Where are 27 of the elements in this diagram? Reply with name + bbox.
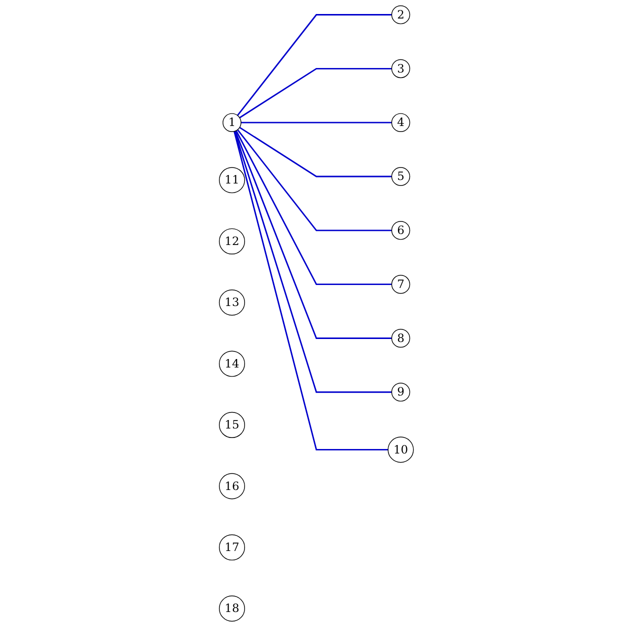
connector bbox=[238, 126, 392, 178]
connector bbox=[234, 130, 392, 339]
connector bbox=[238, 68, 392, 118]
node-circle: 8 bbox=[391, 328, 410, 348]
connector bbox=[236, 14, 392, 116]
node-circle: 17 bbox=[218, 534, 245, 560]
node-circle: 5 bbox=[391, 167, 410, 186]
node-circle: 1 bbox=[222, 113, 241, 132]
node-circle: 4 bbox=[391, 113, 410, 132]
node-circle: 3 bbox=[391, 59, 410, 78]
connector bbox=[236, 129, 392, 232]
node-circle: 15 bbox=[218, 412, 245, 438]
node-circle: 16 bbox=[218, 473, 245, 500]
node-circle: 6 bbox=[391, 221, 410, 240]
connector bbox=[233, 131, 388, 450]
node-circle: 2 bbox=[391, 5, 410, 24]
node-circle: 12 bbox=[218, 228, 245, 254]
connector bbox=[235, 130, 392, 286]
node-circle: 7 bbox=[391, 274, 410, 294]
connector bbox=[234, 131, 392, 393]
node-circle: 11 bbox=[218, 167, 245, 194]
connector bbox=[240, 122, 392, 124]
node-circle: 18 bbox=[218, 596, 245, 622]
node-circle: 10 bbox=[387, 436, 414, 463]
node-circle: 13 bbox=[218, 290, 245, 316]
node-circle: 14 bbox=[218, 350, 245, 377]
node-circle: 9 bbox=[391, 382, 410, 402]
